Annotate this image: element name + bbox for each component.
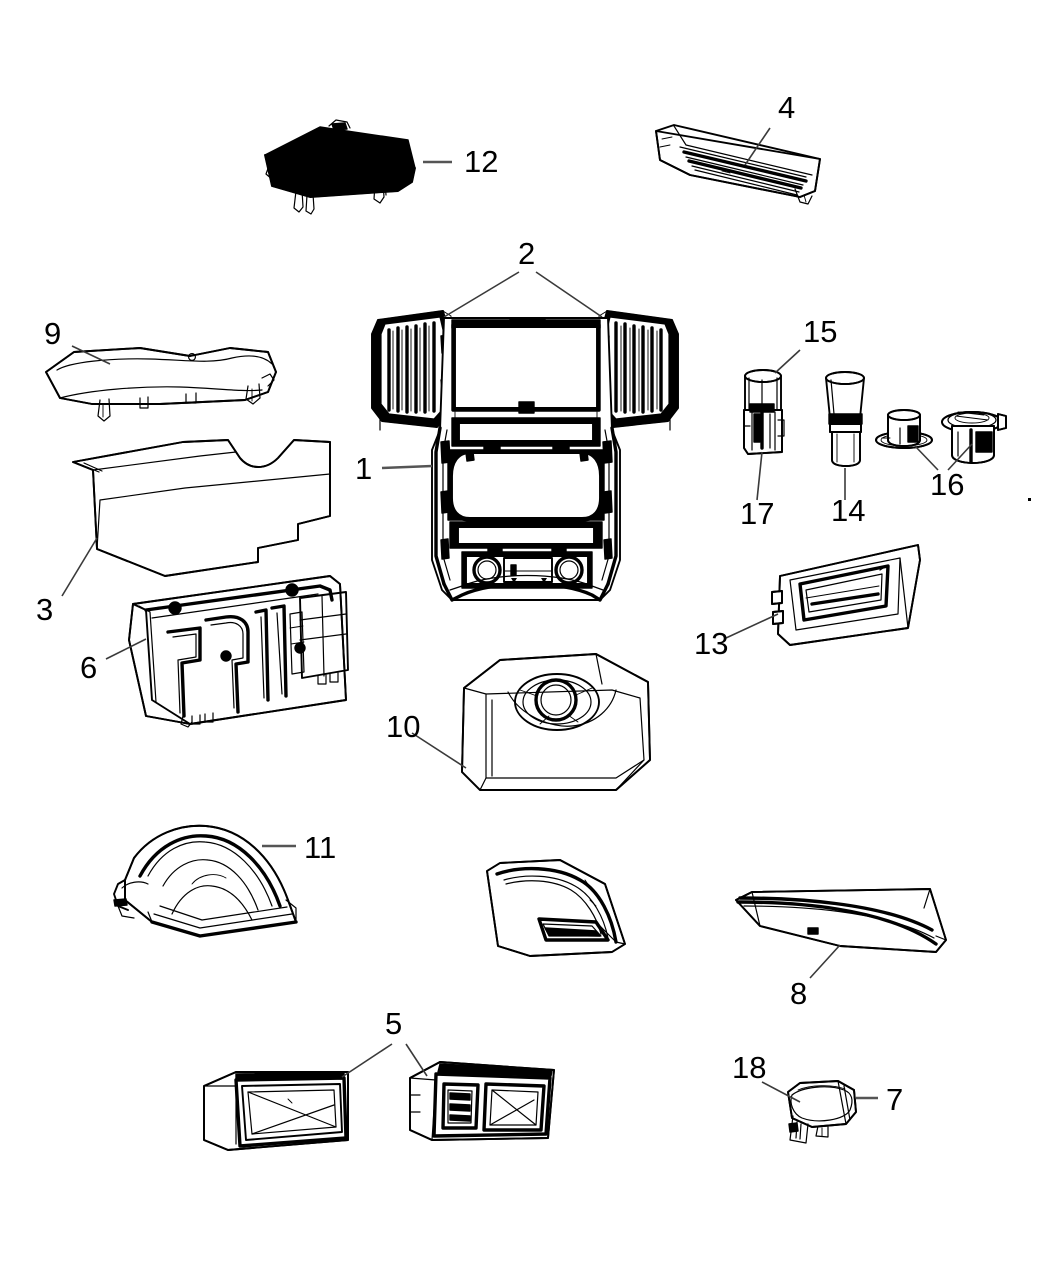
part-10-steering-column-shroud [461, 653, 651, 791]
part-8-upper-trim-applique [735, 888, 947, 953]
callout-7: 7 [886, 1082, 903, 1117]
leader-13 [725, 613, 779, 639]
part-7-18-knob [787, 1080, 857, 1144]
leader-9 [71, 345, 111, 365]
part-2-side-air-outlet-left [371, 310, 452, 431]
leader-8 [809, 944, 841, 979]
part-5-air-outlet-right [409, 1061, 555, 1141]
leader-4 [744, 127, 771, 166]
unlabeled-curved-bezel [486, 859, 626, 957]
callout-4: 4 [778, 90, 795, 125]
leader-6 [105, 638, 147, 660]
callout-16: 16 [930, 467, 964, 502]
callout-17: 17 [740, 496, 774, 531]
part-5-air-outlet-left [203, 1071, 349, 1151]
callout-15: 15 [803, 314, 837, 349]
part-11-cluster-hood [113, 824, 298, 938]
part-3-glove-box-door-cover [72, 439, 331, 577]
part-4-defroster-grille [655, 124, 821, 205]
callout-14: 14 [831, 493, 865, 528]
part-13-demister-bezel [771, 544, 921, 646]
part-16-outlet-cap-b [941, 411, 1007, 464]
part-12-blank-cover-plate [264, 119, 416, 215]
part-6-glove-box-bin-housing [128, 575, 349, 728]
callout-3: 3 [36, 592, 53, 627]
callout-6: 6 [80, 650, 97, 685]
leader-16 [914, 443, 973, 471]
callout-13: 13 [694, 626, 728, 661]
callout-8: 8 [790, 976, 807, 1011]
callout-11: 11 [304, 830, 336, 865]
part-14-cigar-lighter-element [825, 371, 865, 467]
callout-9: 9 [44, 316, 61, 351]
callout-5: 5 [385, 1006, 402, 1041]
leader-1 [381, 464, 433, 470]
leader-17 [756, 451, 763, 501]
leader-18 [761, 1081, 801, 1103]
stray-mark [1028, 498, 1031, 501]
leader-15 [774, 349, 801, 374]
part-9-top-pad-cover [45, 347, 277, 422]
callout-2: 2 [518, 236, 535, 271]
leader-5 [341, 1043, 428, 1078]
callout-1: 1 [355, 451, 372, 486]
callout-12: 12 [464, 144, 498, 179]
part-1-center-bezel [431, 317, 621, 602]
callout-10: 10 [386, 709, 420, 744]
callout-18: 18 [732, 1050, 766, 1085]
part-15-17-power-outlet [743, 369, 785, 455]
part-16-outlet-cap-a [875, 409, 933, 449]
leader-10 [411, 732, 467, 769]
leader-3 [61, 537, 98, 597]
leader-2 [443, 271, 603, 318]
